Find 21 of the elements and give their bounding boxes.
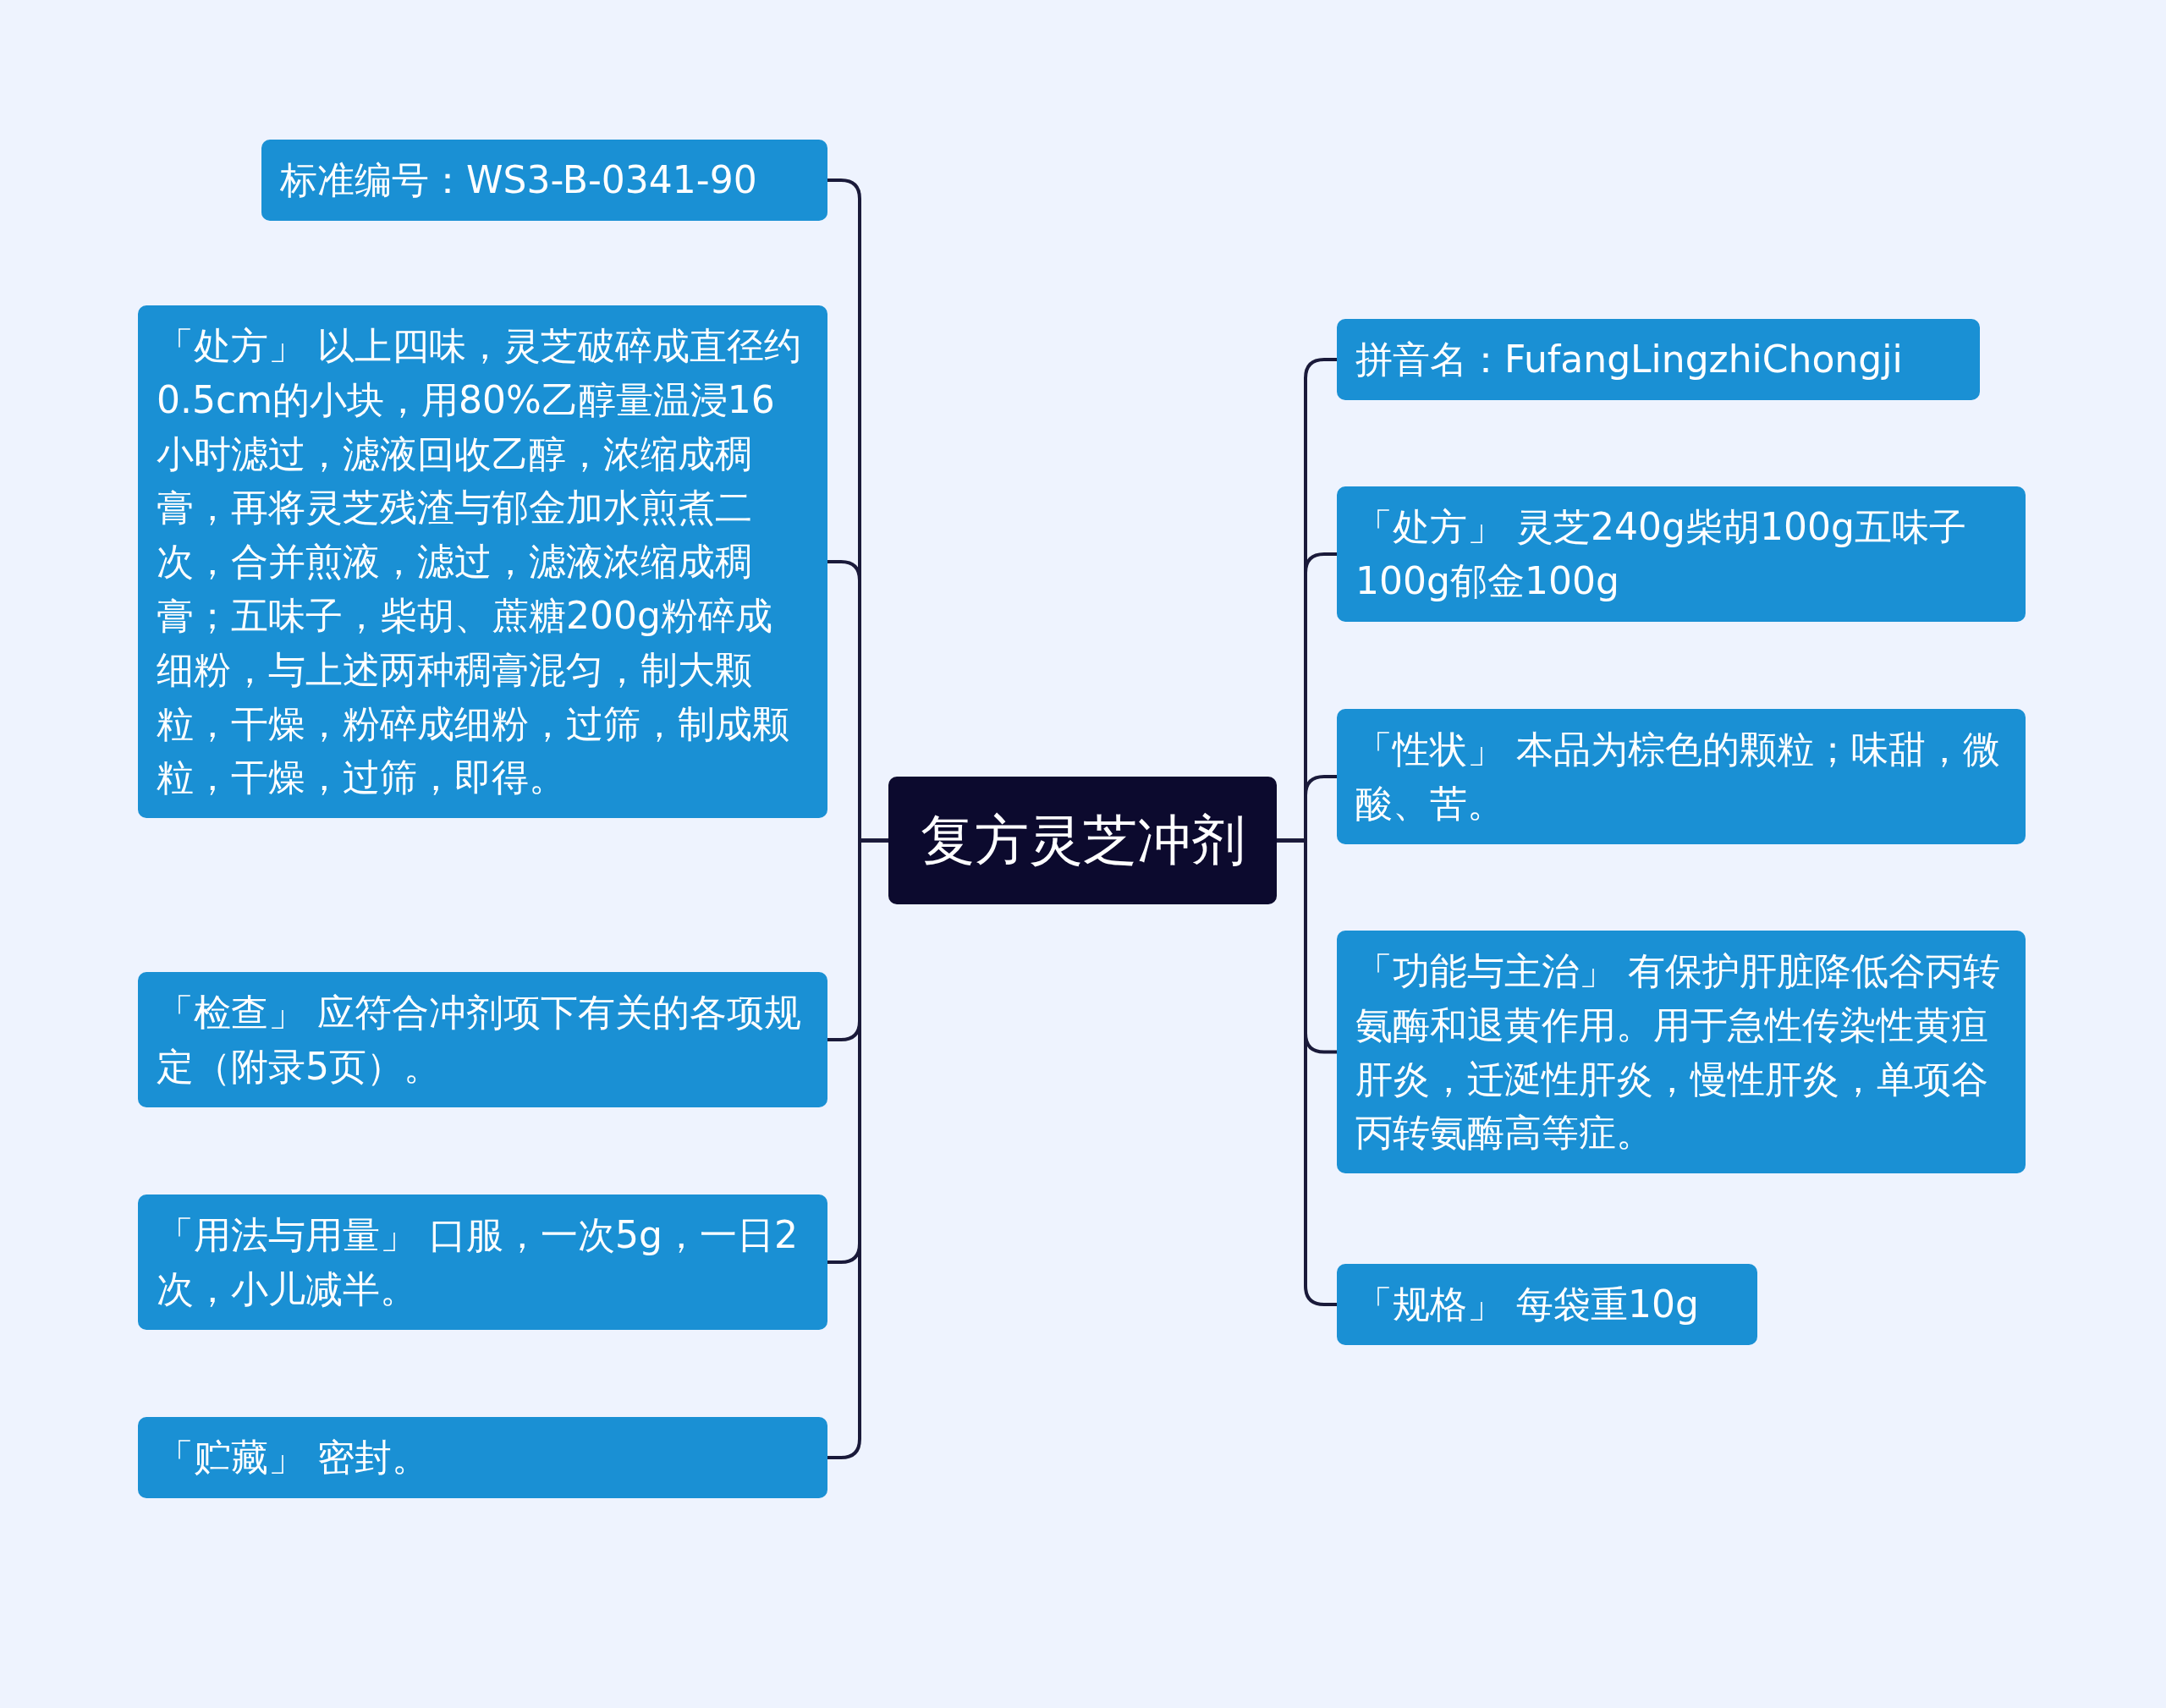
topic-box bbox=[138, 972, 827, 1107]
topic-text: 「贮藏」 密封。 bbox=[157, 1435, 429, 1480]
topic-box bbox=[138, 1417, 827, 1498]
topic-text: 「检查」 应符合冲剂项下有关的各项规定（附录5页）。 bbox=[157, 990, 802, 1090]
topic-box bbox=[138, 1195, 827, 1330]
topic-text: 「处方」 灵芝240g柴胡100g五味子100g郁金100g bbox=[1355, 504, 1967, 604]
topic-box bbox=[261, 140, 827, 221]
topic-box bbox=[1337, 709, 2026, 844]
central-topic-box bbox=[888, 777, 1277, 904]
topic-text: 复方灵芝冲剂 bbox=[920, 808, 1245, 874]
topic-text: 「用法与用量」 口服，一次5g，一日2次，小儿减半。 bbox=[157, 1212, 799, 1312]
topic-box bbox=[1337, 931, 2026, 1174]
topic-box bbox=[1337, 319, 1980, 400]
topic-text: 标准编号：WS3-B-0341-90 bbox=[280, 157, 757, 203]
topic-box bbox=[1337, 1264, 1757, 1345]
topic-box bbox=[1337, 486, 2026, 622]
topic-text: 「规格」 每袋重10g bbox=[1355, 1282, 1699, 1327]
topic-text: 「功能与主治」 有保护肝脏降低谷丙转氨酶和退黄作用。用于急性传染性黄疸肝炎，迁涎性肝炎，慢性肝炎，单项谷丙转氨酶高等症。 bbox=[1355, 948, 2001, 1156]
topic-text: 「处方」 以上四味，灵芝破碎成直径约0.5cm的小块，用80%乙醇量温浸16小时滤过，滤液回收乙醇，浓缩成稠膏，再将灵芝残渣与郁金加水煎煮二次，合并煎液，滤过，滤液浓缩成稠膏；五味子，柴胡、蔗糖200g粉碎成细粉，与上述两种稠膏混匀，制大颗粒，干燥，粉碎成细粉，过筛，制成颗粒，干燥，过筛，即得。 bbox=[157, 323, 802, 801]
topic-text: 「性状」 本品为棕色的颗粒；味甜，微酸、苦。 bbox=[1355, 727, 2001, 827]
topic-text: 拼音名：FufangLingzhiChongji bbox=[1355, 337, 1903, 382]
